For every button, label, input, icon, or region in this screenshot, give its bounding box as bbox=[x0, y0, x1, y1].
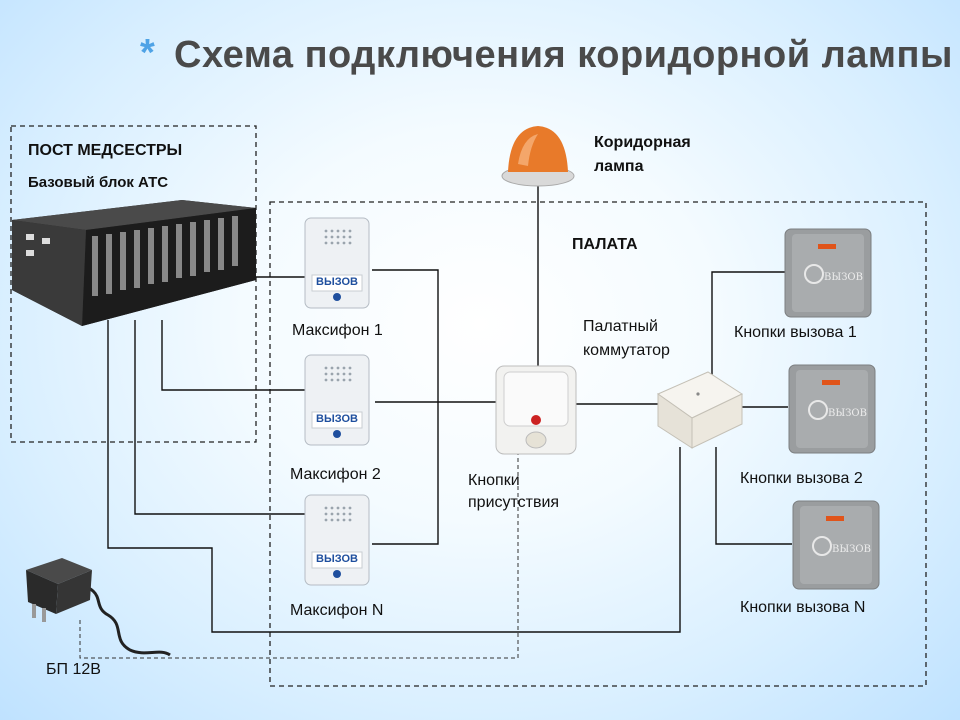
intercom-n: ВЫЗОВ bbox=[304, 494, 370, 586]
intercom-1-panel-text: ВЫЗОВ bbox=[316, 276, 358, 288]
intercom-n-label: Максифон N bbox=[290, 602, 384, 619]
slide-title: Схема подключения коридорной лампы bbox=[174, 34, 953, 76]
call-button-1-panel-text: ВЫЗОВ bbox=[824, 272, 863, 283]
ward-switch-box-icon bbox=[656, 371, 744, 449]
power-supply-icon bbox=[26, 558, 92, 622]
call-button-n-panel-text: ВЫЗОВ bbox=[832, 544, 871, 555]
wires bbox=[107, 186, 792, 633]
corridor-lamp-icon bbox=[501, 126, 575, 187]
corridor-lamp-label-1: Коридорная bbox=[594, 134, 691, 151]
call-button-n: ВЫЗОВ bbox=[792, 500, 880, 590]
psu-cord bbox=[71, 581, 171, 657]
nurse-post-frame bbox=[10, 125, 257, 443]
wire-switch-callN bbox=[715, 447, 792, 545]
title: * Схема подключения коридорной лампы bbox=[140, 30, 952, 90]
wire-intercom1-bus bbox=[372, 269, 439, 545]
call-button-n-label: Кнопки вызова N bbox=[740, 599, 866, 616]
wire-pbx-intercomN bbox=[134, 320, 305, 515]
ward-frame bbox=[269, 201, 927, 687]
ward-heading: ПАЛАТА bbox=[572, 236, 638, 253]
call-button-1-label: Кнопки вызова 1 bbox=[734, 324, 857, 341]
wire-pbx-intercom2 bbox=[161, 320, 305, 391]
pbx-base-unit bbox=[12, 200, 256, 326]
ward-switch-label-2: коммутатор bbox=[583, 342, 670, 359]
psu-label: БП 12В bbox=[46, 661, 101, 678]
wire-switch-call1 bbox=[711, 271, 788, 378]
intercom-2: ВЫЗОВ bbox=[304, 354, 370, 446]
intercom-n-panel-text: ВЫЗОВ bbox=[316, 553, 358, 565]
nurse-post-heading: ПОСТ МЕДСЕСТРЫ bbox=[28, 142, 183, 159]
presence-label-1: Кнопки bbox=[468, 472, 520, 489]
presence-label-2: присутствия bbox=[468, 494, 560, 511]
intercom-1: ВЫЗОВ bbox=[304, 217, 370, 309]
pbx-label: Базовый блок АТС bbox=[28, 174, 169, 191]
intercom-1-label: Максифон 1 bbox=[292, 322, 383, 339]
psu-dashed-line bbox=[79, 420, 519, 659]
intercom-2-label: Максифон 2 bbox=[290, 466, 381, 483]
ward-switch-label-1: Палатный bbox=[583, 318, 658, 335]
corridor-lamp-label-2: лампа bbox=[594, 158, 644, 175]
presence-button-icon bbox=[495, 365, 577, 455]
call-button-2-label: Кнопки вызова 2 bbox=[740, 470, 863, 487]
call-button-1: ВЫЗОВ bbox=[784, 228, 872, 318]
wire-pbx-switch bbox=[107, 320, 681, 633]
title-bullet-star-icon: * bbox=[140, 32, 155, 74]
call-button-2: ВЫЗОВ bbox=[788, 364, 876, 454]
call-button-2-panel-text: ВЫЗОВ bbox=[828, 408, 867, 419]
intercom-2-panel-text: ВЫЗОВ bbox=[316, 413, 358, 425]
